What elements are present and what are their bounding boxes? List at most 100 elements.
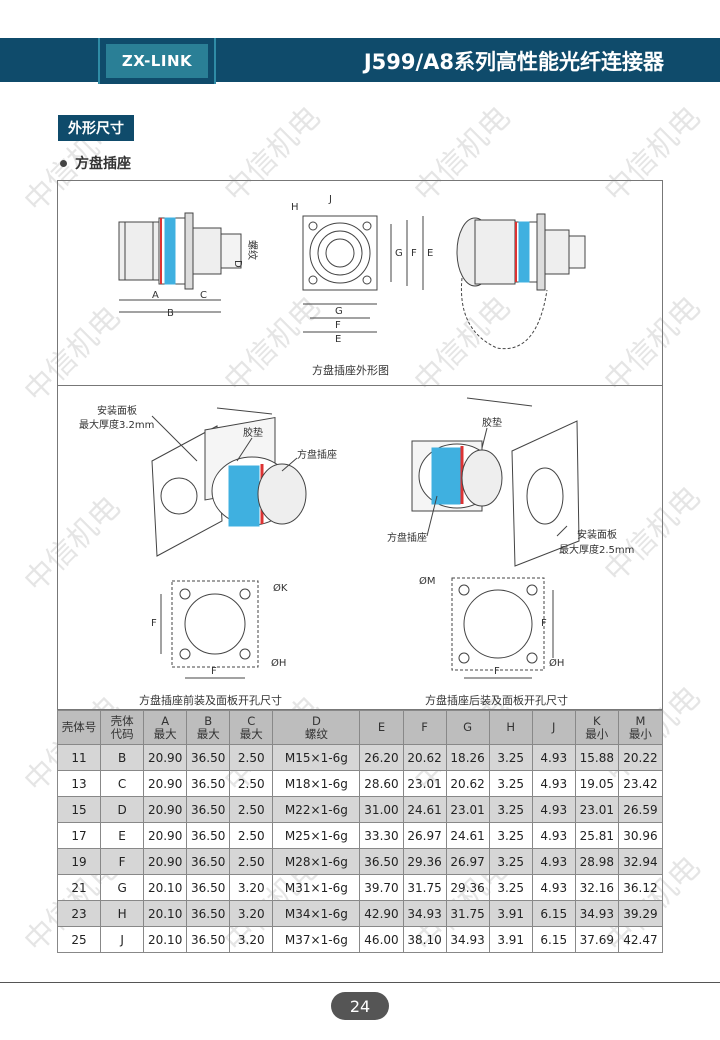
column-header-sublabel: 最大 [239,726,263,741]
page-title: J599/A8系列高性能光纤连接器 [363,50,664,74]
table-cell: 2.50 [229,796,274,823]
table-cell: 36.50 [186,874,231,901]
column-header: E [359,710,404,745]
table-cell: 21 [56,874,102,901]
outline-caption: 方盘插座外形图 [312,363,389,377]
table-cell: 2.50 [229,744,274,771]
right-cutout-h: ØH [549,657,564,669]
bullet-icon [60,159,67,167]
table-cell: 26.97 [402,822,447,849]
table-cell: 42.47 [617,926,664,953]
table-cell: 20.90 [143,848,188,875]
table-cell: M31×1-6g [272,874,361,901]
table-cell: 4.93 [531,770,576,797]
column-header: G [445,710,490,745]
right-callout-thickness: 最大厚度2.5mm [559,543,634,556]
table-cell: 15 [56,796,102,823]
column-header: 壳体代码 [100,710,145,745]
table-cell: 28.60 [359,770,404,797]
figure-frame [57,180,663,710]
column-header-label: B [204,713,213,728]
left-callout-receptacle: 方盘插座 [297,448,337,461]
column-header-label: K [593,713,601,728]
column-header-label: A [161,713,170,728]
table-cell: H [100,900,145,927]
table-cell: 36.12 [617,874,664,901]
dim-label-d: D [232,260,243,268]
table-cell: 4.93 [531,744,576,771]
dim-label-j: J [328,194,332,205]
table-cell: 20.90 [143,744,188,771]
table-cell: 19 [56,848,102,875]
table-cell: 3.91 [488,900,533,927]
table-cell: 36.50 [186,822,231,849]
table-cell: 28.98 [574,848,619,875]
table-cell: 23.01 [445,796,490,823]
left-cutout-k: ØK [273,582,288,594]
table-cell: J [100,926,145,953]
table-cell: 34.93 [574,900,619,927]
table-cell: 26.20 [359,744,404,771]
table-cell: G [100,874,145,901]
table-cell: 36.50 [186,796,231,823]
table-cell: 32.94 [617,848,664,875]
left-callout-panel: 安装面板 [97,404,137,417]
table-cell: 23.42 [617,770,664,797]
table-cell: 20.22 [617,744,664,771]
table-cell: 19.05 [574,770,619,797]
table-cell: 17 [56,822,102,849]
table-cell: 20.10 [143,926,188,953]
table-cell: 36.50 [359,848,404,875]
table-cell: 33.30 [359,822,404,849]
table-cell: 25 [56,926,102,953]
column-header-label: J [552,720,556,734]
capped-view-drawing [456,213,586,350]
table-cell: F [100,848,145,875]
table-cell: 3.25 [488,874,533,901]
front-view-drawing [302,215,424,333]
dim-label-h: H [291,202,299,213]
table-cell: 24.61 [445,822,490,849]
column-header-label: F [421,720,428,734]
table-cell: 20.90 [143,822,188,849]
table-cell: 26.97 [445,848,490,875]
column-header: F [402,710,447,745]
column-header-label: D [311,713,321,728]
table-cell: 3.20 [229,874,274,901]
table-cell: M22×1-6g [272,796,361,823]
table-cell: 3.25 [488,770,533,797]
table-cell: 29.36 [402,848,447,875]
column-header-sublabel: 最大 [196,726,220,741]
table-cell: M18×1-6g [272,770,361,797]
column-header: J [531,710,576,745]
table-cell: 36.50 [186,770,231,797]
column-header-label: 壳体号 [61,720,97,734]
dim-label-e-bottom: E [335,334,341,345]
dim-label-g-side: G [395,248,403,259]
left-callout-gasket: 胶垫 [243,426,263,439]
table-cell: 20.90 [143,796,188,823]
brand-logo: ZX-LINK [98,38,216,84]
table-cell: 3.91 [488,926,533,953]
section-tag: 外形尺寸 [58,115,134,141]
table-cell: M34×1-6g [272,900,361,927]
table-cell: 3.25 [488,796,533,823]
table-cell: 4.93 [531,874,576,901]
left-callout-thickness: 最大厚度3.2mm [79,418,154,431]
column-header: 壳体号 [56,710,102,745]
table-cell: 13 [56,770,102,797]
rear-cutout-drawing [451,577,554,679]
table-cell: 3.20 [229,900,274,927]
right-callout-gasket: 胶垫 [482,416,502,429]
brand-name: ZX-LINK [106,44,208,78]
side-view-drawing [118,212,242,313]
left-cutout-f-side: F [151,618,157,629]
table-cell: 38.10 [402,926,447,953]
